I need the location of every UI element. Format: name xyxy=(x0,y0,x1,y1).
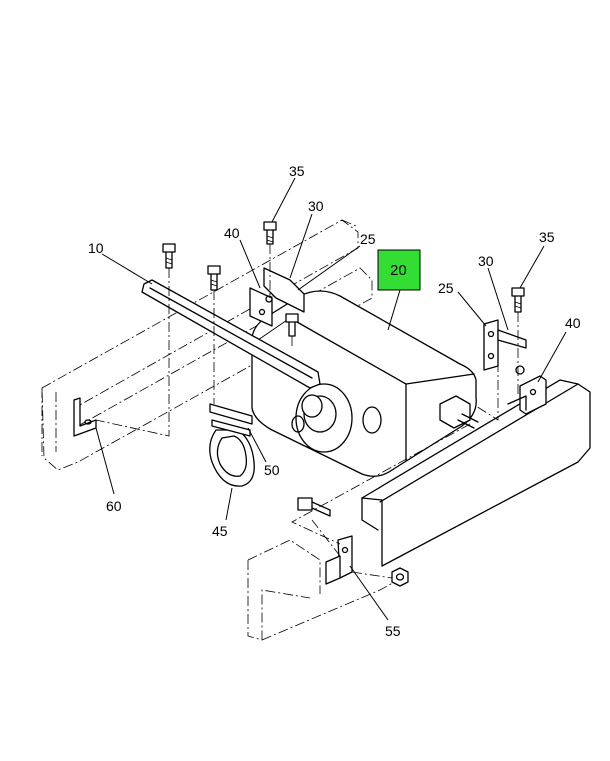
callout-30-right: 30 xyxy=(478,253,494,269)
callout-10: 10 xyxy=(88,240,104,256)
callout-30-left: 30 xyxy=(308,198,324,214)
bolt-left-2 xyxy=(207,265,221,291)
callout-50: 50 xyxy=(264,462,280,478)
callout-35-right: 35 xyxy=(539,229,555,245)
bottom-frame-rail xyxy=(247,539,399,641)
rail-clip-60 xyxy=(73,397,97,437)
leader-lines xyxy=(95,177,567,621)
callout-20: 20 xyxy=(390,262,407,279)
callout-25-left: 25 xyxy=(360,231,376,247)
tank-body xyxy=(251,290,479,477)
nut-bottom xyxy=(391,567,409,587)
callout-55: 55 xyxy=(385,623,401,639)
right-bracket-40 xyxy=(507,375,547,415)
strap-10 xyxy=(141,279,321,389)
right-bracket-25 xyxy=(483,319,527,371)
highlight-box-20 xyxy=(377,249,421,291)
bolt-35-left xyxy=(263,221,277,245)
assembly-centerlines xyxy=(95,244,519,579)
callout-45: 45 xyxy=(212,523,228,539)
left-frame-rail xyxy=(41,219,373,471)
fitting-nipple xyxy=(301,394,323,418)
callout-40-right: 40 xyxy=(565,315,581,331)
bolt-left-1 xyxy=(162,243,176,269)
bottom-bracket-55 xyxy=(325,535,353,585)
callout-25-right: 25 xyxy=(438,280,454,296)
drain-port xyxy=(362,406,382,434)
bolt-bottom xyxy=(297,497,331,517)
pad-50 xyxy=(209,403,253,437)
callout-35-left: 35 xyxy=(289,163,305,179)
left-bracket-30 xyxy=(249,267,305,327)
nut-right xyxy=(515,365,525,375)
bolt-35-right xyxy=(511,287,525,313)
callout-60: 60 xyxy=(106,498,122,514)
callout-40-left: 40 xyxy=(224,225,240,241)
clamp-45 xyxy=(209,429,255,487)
